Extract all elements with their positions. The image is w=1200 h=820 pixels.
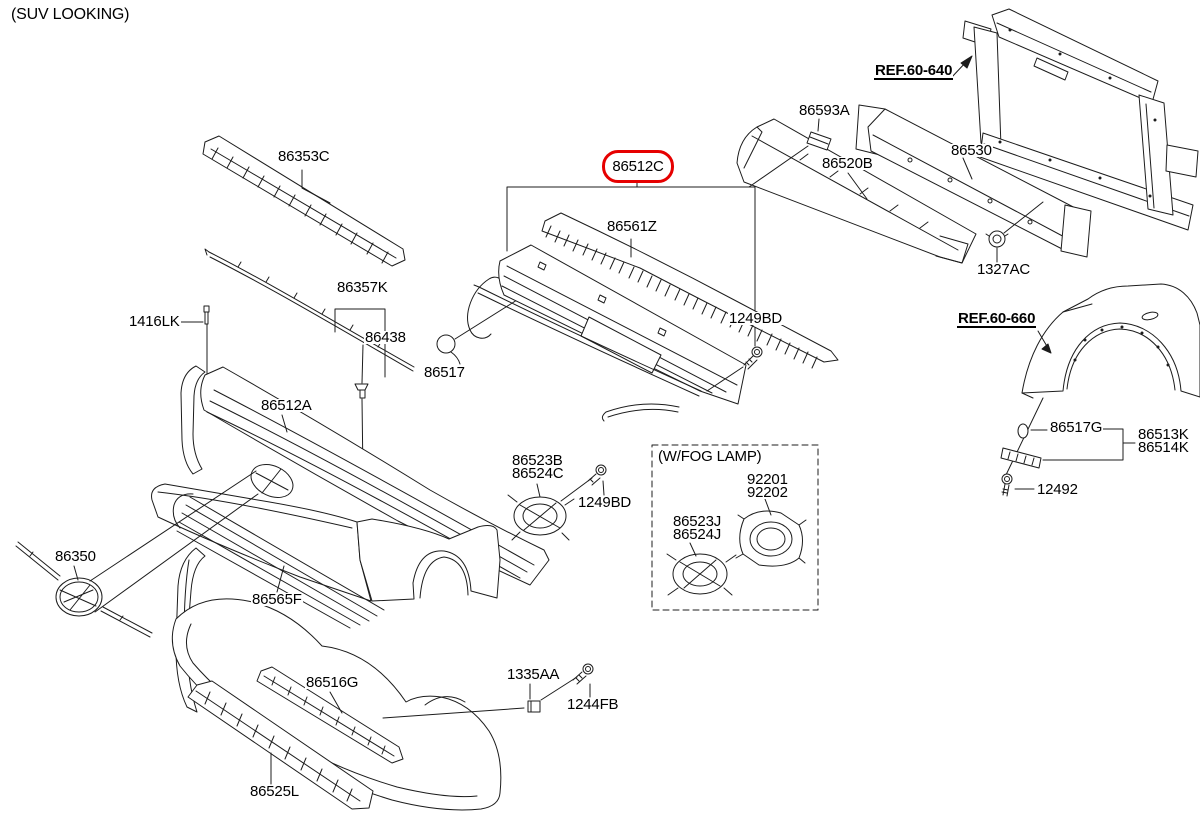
part-label-86525L[interactable]: 86525L [249,783,300,800]
part-label-86524J[interactable]: 86524J [672,526,723,543]
part-label-86357K[interactable]: 86357K [336,279,389,296]
fog-lamp-option-box [651,444,819,611]
fog-cover-drawing [507,464,607,541]
grille-upper-cover-drawing [202,135,406,267]
center-grille-assembly-drawing [473,180,839,422]
part-label-86512C[interactable]: 86512C [612,158,664,175]
shim-86593A-drawing [748,118,832,188]
part-label-1244FB[interactable]: 1244FB [566,696,620,713]
part-label-86353C[interactable]: 86353C [277,148,331,165]
radiator-support-drawing [962,8,1199,231]
part-label-86517G[interactable]: 86517G [1049,419,1104,436]
fender-drawing [1021,283,1200,399]
ref-arrows [950,55,1052,354]
part-label-92201[interactable]: 92201 [746,471,789,488]
radiator-grille-drawing [180,365,550,586]
diagram-title: (SUV LOOKING) [11,6,130,23]
energy-absorber-drawing [736,118,977,264]
stiffener-bar-drawing [256,666,404,764]
badge-unit-drawing [15,470,259,638]
part-label-86517[interactable]: 86517 [423,364,466,381]
clip-1335AA-bolt-1244FB-drawing [382,663,594,719]
highlight-oval[interactable]: 86512C [602,150,674,183]
part-label-86513K[interactable]: 86513K [1137,426,1190,443]
part-label-86438[interactable]: 86438 [364,329,407,346]
part-label-86565F[interactable]: 86565F [251,591,303,608]
part-label-86350[interactable]: 86350 [54,548,97,565]
part-label-1335AA[interactable]: 1335AA [506,666,561,683]
part-label-86512A[interactable]: 86512A [260,397,313,414]
part-label-86523J[interactable]: 86523J [672,513,723,530]
part-label-86523B[interactable]: 86523B [511,452,564,469]
fender-bracket-parts-drawing [1000,397,1136,497]
bumper-lower-grille-drawing [172,493,385,629]
nut-1327AC-drawing [985,201,1044,263]
part-label-86524C[interactable]: 86524C [511,465,565,482]
ref-link-60-640[interactable]: REF.60-640 [874,62,954,80]
part-label-86593A[interactable]: 86593A [798,102,851,119]
ref-link-60-660[interactable]: REF.60-660 [957,310,1037,328]
part-label-86514K[interactable]: 86514K [1137,439,1190,456]
bumper-beam-drawing [855,104,1092,258]
molding-strip-drawing [204,248,415,378]
part-label-86520B[interactable]: 86520B [821,155,874,172]
bolt-12492 [1001,473,1013,485]
bumper-cover-drawing [151,483,501,602]
part-label-12492[interactable]: 12492 [1036,481,1079,498]
part-label-86530[interactable]: 86530 [950,142,993,159]
skid-garnish-drawing [187,680,374,810]
part-label-1416LK[interactable]: 1416LK [128,313,181,330]
clip-86517G [1017,423,1029,439]
part-label-1249BD-screw[interactable]: 1249BD [577,494,633,511]
part-label-86516G[interactable]: 86516G [305,674,360,691]
fog-lamp-box-label: (W/FOG LAMP) [657,448,763,465]
part-label-92202[interactable]: 92202 [746,484,789,501]
part-label-86561Z[interactable]: 86561Z [606,218,658,235]
part-label-1249BD-bolt[interactable]: 1249BD [728,310,784,327]
pin-1416LK-drawing [180,305,210,384]
part-label-1327AC[interactable]: 1327AC [976,261,1032,278]
